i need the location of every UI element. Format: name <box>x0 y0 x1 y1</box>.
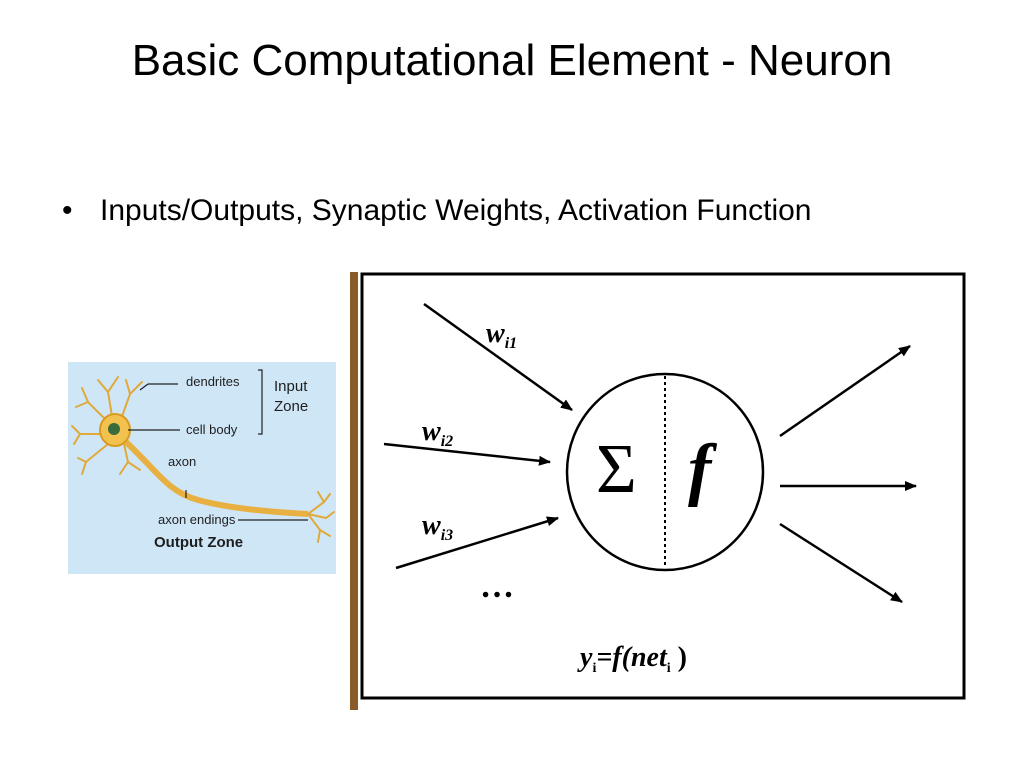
label-input-zone-2: Zone <box>274 398 309 415</box>
input-arrow-3 <box>395 516 559 570</box>
input-arrow-1 <box>423 302 573 412</box>
output-arrow-3 <box>779 522 903 604</box>
neuron-model-diagram: wi1 wi2 wi3 Σ f … yi=f(neti ) <box>350 272 968 710</box>
ellipsis: … <box>480 568 518 605</box>
weight-label-3: wi3 <box>422 510 454 544</box>
weight-label-1: wi1 <box>486 318 518 352</box>
diagram-graphics <box>350 272 966 710</box>
label-axon-endings: axon endings <box>158 512 236 527</box>
output-formula: yi=f(neti ) <box>580 642 687 676</box>
neuron-illustration: dendrites cell body Input Zone axon axon… <box>68 362 336 574</box>
label-input-zone-1: Input <box>274 378 308 395</box>
input-arrow-2 <box>383 442 551 466</box>
activation-symbol: f <box>688 431 712 508</box>
neuron-drawing <box>71 369 335 543</box>
label-output-zone: Output Zone <box>154 534 244 551</box>
label-axon: axon <box>168 454 197 469</box>
output-arrow-1 <box>779 344 911 438</box>
label-dendrites: dendrites <box>186 374 240 389</box>
bullet-symbol: • <box>62 194 73 227</box>
slide-title: Basic Computational Element - Neuron <box>131 36 893 85</box>
bullet-text: Inputs/Outputs, Synaptic Weights, Activa… <box>100 194 812 227</box>
label-cell-body: cell body <box>186 422 238 437</box>
frame-accent <box>350 272 358 710</box>
weight-label-2: wi2 <box>422 416 454 450</box>
sum-symbol: Σ <box>596 431 637 508</box>
